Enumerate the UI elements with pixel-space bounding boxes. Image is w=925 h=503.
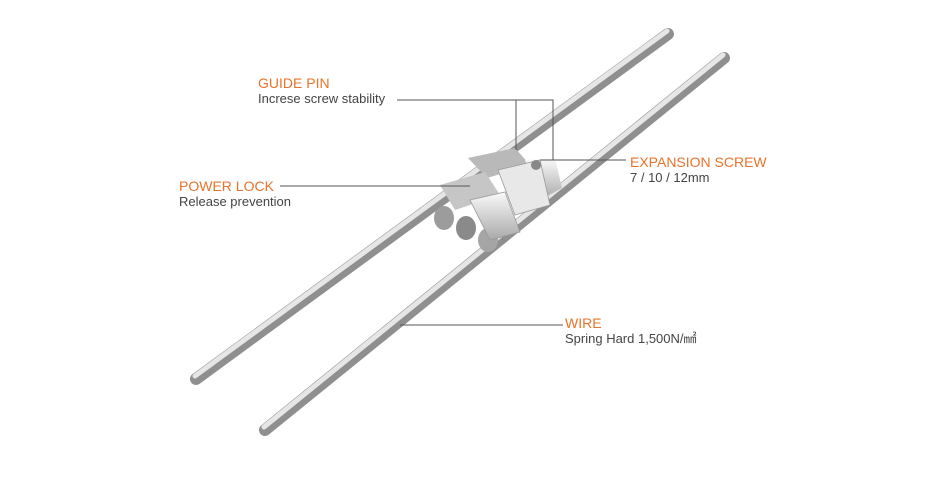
expansion-screw-callout: EXPANSION SCREW 7 / 10 / 12mm <box>630 154 767 186</box>
guide-pin-callout: GUIDE PIN Increse screw stability <box>258 75 386 107</box>
wire-title: WIRE <box>565 315 602 331</box>
power-lock-callout: POWER LOCK Release prevention <box>179 178 292 210</box>
screw-body <box>434 148 562 252</box>
guide-pin-title: GUIDE PIN <box>258 75 330 91</box>
expansion-screw-title: EXPANSION SCREW <box>630 154 767 170</box>
expansion-screw-desc: 7 / 10 / 12mm <box>630 170 710 185</box>
power-lock-desc: Release prevention <box>179 194 292 209</box>
power-lock-title: POWER LOCK <box>179 178 274 194</box>
wire-desc: Spring Hard 1,500N/㎟ <box>565 331 697 346</box>
leader-lines <box>280 99 626 326</box>
guide-pin-desc: Increse screw stability <box>258 91 386 106</box>
wire-rod-left <box>190 28 674 385</box>
wire-callout: WIRE Spring Hard 1,500N/㎟ <box>565 315 697 347</box>
